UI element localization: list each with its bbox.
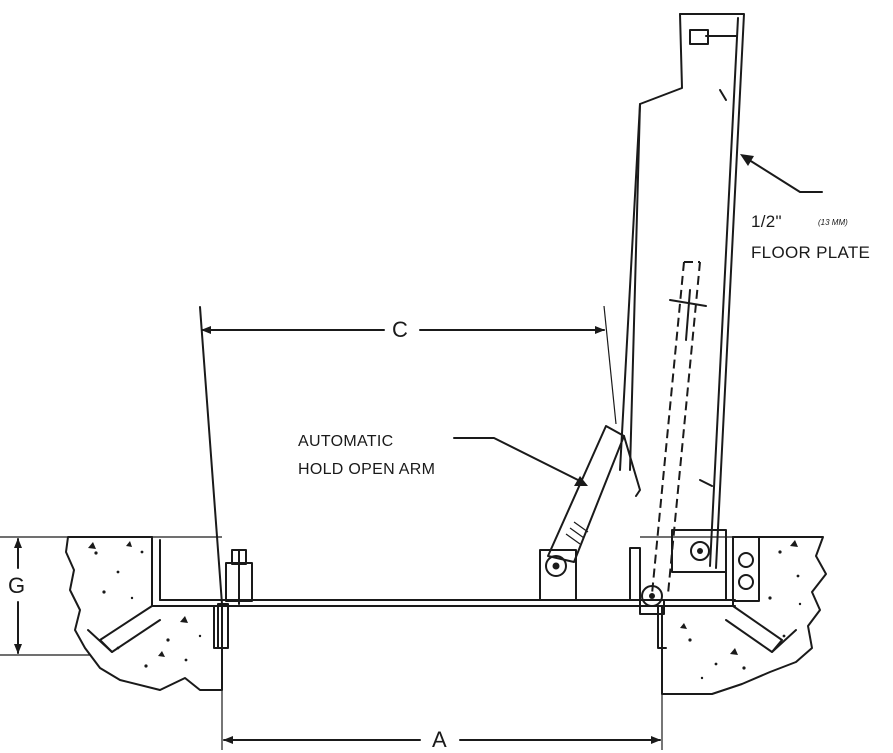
plate-thickness-label: 1/2" (751, 212, 782, 231)
dimension-g (0, 536, 90, 656)
door-edge-line-left (199, 306, 223, 605)
hold-open-arm-label-line2: HOLD OPEN ARM (298, 461, 436, 478)
concrete-slab-right (661, 536, 827, 695)
hold-open-arm-leader (453, 437, 588, 486)
floor-plate-label: FLOOR PLATE (751, 243, 871, 262)
hinge-assembly (671, 529, 760, 602)
dimension-a (221, 690, 663, 750)
dimension-c (201, 305, 617, 425)
floor-plate-leader (740, 154, 823, 193)
dimension-a-label: A (432, 727, 447, 752)
hold-open-arm-label-line1: AUTOMATIC (298, 433, 394, 450)
hold-open-arm (539, 425, 641, 601)
gas-spring-cylinder (639, 261, 707, 615)
open-door-leaf (619, 13, 745, 569)
dimension-g-label: G (8, 573, 26, 598)
door-frame-channel (87, 536, 797, 653)
arm-base-bracket (629, 547, 641, 601)
plate-thickness-metric-label: (13 MM) (818, 218, 848, 227)
dimension-c-label: C (392, 317, 408, 342)
concrete-slab-left (65, 536, 223, 691)
